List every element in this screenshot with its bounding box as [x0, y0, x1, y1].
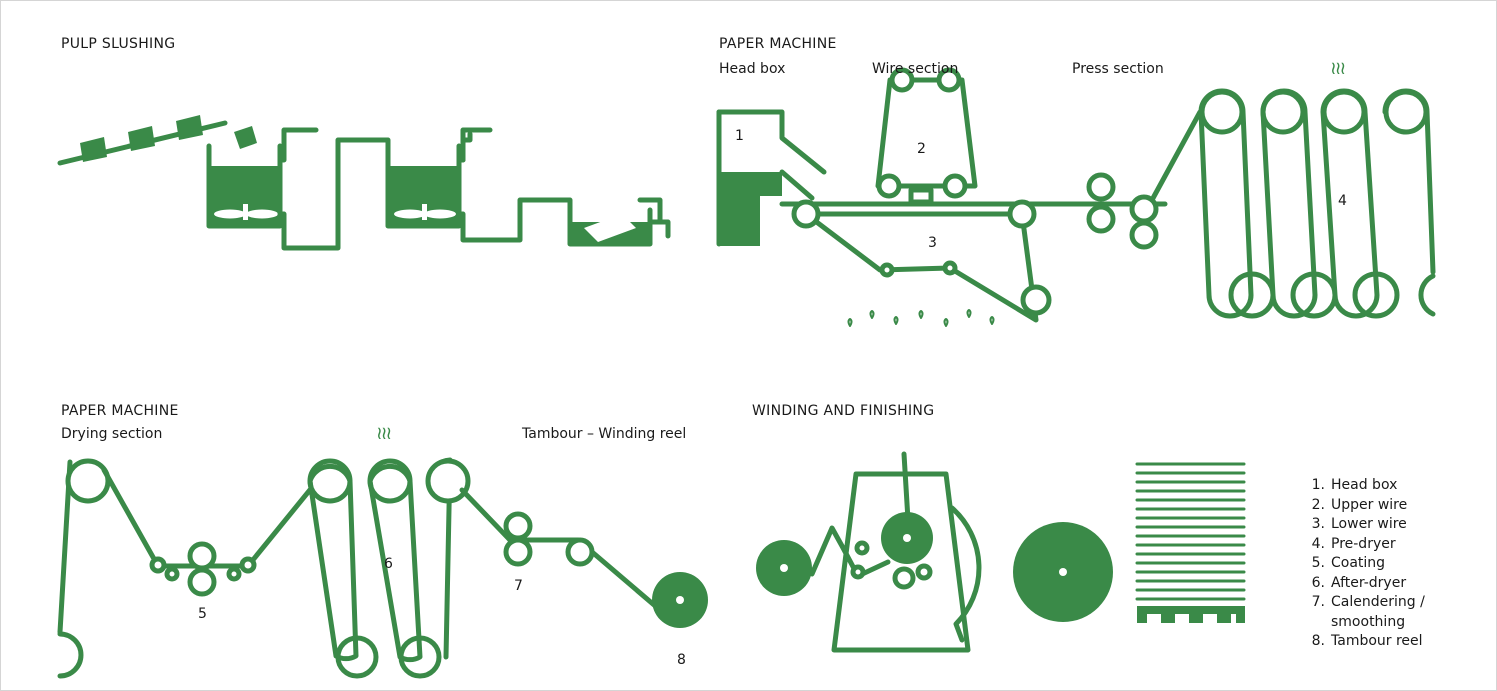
legend: 1.Head box 2.Upper wire 3.Lower wire 4.P… — [1306, 476, 1425, 652]
legend-item: 2.Upper wire — [1311, 496, 1408, 513]
label-head-box: Head box — [719, 61, 786, 77]
drying-section — [57, 457, 708, 679]
winding-finishing-illustration — [756, 451, 1113, 653]
legend-item: 4.Pre-dryer — [1311, 535, 1396, 552]
pallet — [1137, 606, 1245, 623]
legend-item: 1.Head box — [1311, 477, 1398, 493]
label-tambour: Tambour – Winding reel — [522, 426, 687, 442]
section-title-paper-machine-bottom: PAPER MACHINE — [61, 403, 179, 419]
number-6: 6 — [384, 556, 393, 572]
legend-item: 6.After-dryer — [1311, 574, 1407, 591]
pulp-slushing-illustration — [57, 115, 671, 251]
press-roll-2 — [1086, 204, 1116, 234]
number-4: 4 — [1338, 193, 1347, 209]
label-drying-section: Drying section — [61, 426, 163, 442]
section-title-pulp: PULP SLUSHING — [61, 36, 176, 52]
agitator-1 — [214, 204, 278, 220]
number-8: 8 — [677, 652, 686, 668]
section-title-winding: WINDING AND FINISHING — [752, 403, 935, 419]
section-title-paper-machine-top: PAPER MACHINE — [719, 36, 837, 52]
steam-icon: ≀≀≀ — [1330, 58, 1346, 79]
legend-item: 3.Lower wire — [1311, 516, 1407, 532]
pulp-bales — [80, 115, 257, 162]
lower-wire-loop — [803, 211, 1039, 323]
upper-wire-loop — [875, 77, 978, 189]
pre-dryer-cylinders — [1198, 88, 1436, 319]
paper-machine-wire-press — [716, 67, 1203, 323]
label-press-section: Press section — [1072, 61, 1164, 77]
number-3: 3 — [928, 235, 937, 251]
number-2: 2 — [917, 141, 926, 157]
head-box-outline — [716, 109, 827, 175]
legend-item: 5.Coating — [1311, 555, 1386, 571]
water-droplets — [847, 309, 995, 327]
number-7: 7 — [514, 578, 523, 594]
paper-stack — [1135, 462, 1246, 601]
number-1: 1 — [735, 128, 744, 144]
legend-item: 7.Calendering / — [1311, 594, 1425, 610]
number-5: 5 — [198, 606, 207, 622]
press-roll-4 — [1129, 220, 1159, 250]
agitator-2 — [394, 204, 456, 220]
label-wire-section: Wire section — [872, 61, 959, 77]
legend-item: 8.Tambour reel — [1311, 633, 1423, 649]
press-roll-1 — [1086, 172, 1116, 202]
steam-icon: ≀≀≀ — [376, 423, 392, 444]
legend-item: smoothing — [1331, 613, 1406, 630]
